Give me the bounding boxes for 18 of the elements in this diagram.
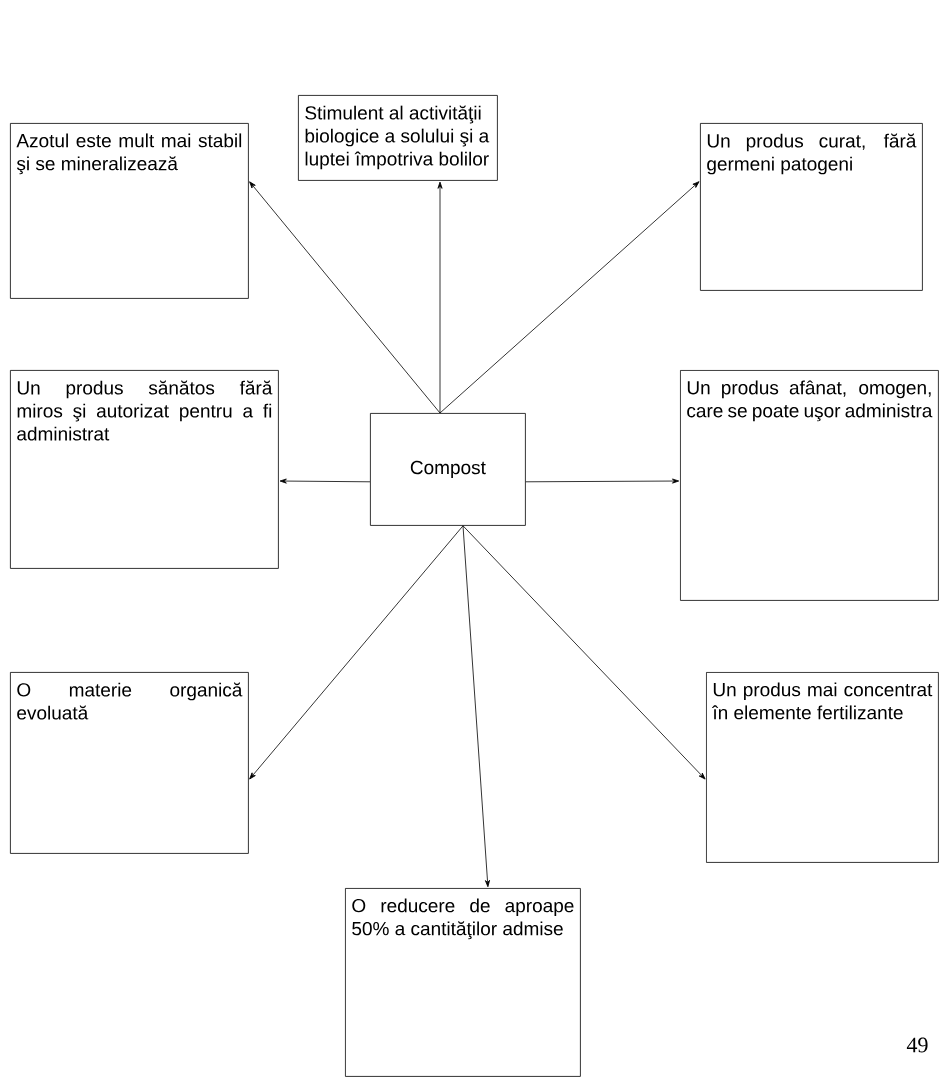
arrow bbox=[437, 181, 443, 414]
text-box: O materie organică evoluată bbox=[10, 672, 249, 854]
arrow bbox=[249, 525, 464, 780]
text-box: Un produs afânat, omogen, care se poate uşor administra bbox=[680, 370, 939, 601]
arrow bbox=[249, 181, 441, 414]
text-box: Azotul este mult mai stabil şi se mineralizează bbox=[10, 123, 249, 299]
text-box: Un produs sănătos fără miros şi autorizat pentru a fi administrat bbox=[10, 370, 279, 569]
text-box: Stimulent al activităţii biologice a solului şi a luptei împotriva bolilor bbox=[298, 95, 498, 181]
arrow bbox=[525, 478, 680, 484]
arrow bbox=[462, 525, 706, 780]
center-box: Compost bbox=[370, 413, 526, 526]
text-box: Un produs mai concentrat în elemente fertilizante bbox=[706, 672, 939, 863]
arrow bbox=[279, 478, 371, 484]
arrow bbox=[439, 181, 700, 414]
text-box: Un produs curat, fără germeni patogeni bbox=[700, 123, 923, 291]
page-number: 49 bbox=[906, 1037, 928, 1053]
text-box: O reducere de aproape 50% a cantităţilor admise bbox=[345, 888, 581, 1077]
arrow bbox=[462, 525, 490, 888]
